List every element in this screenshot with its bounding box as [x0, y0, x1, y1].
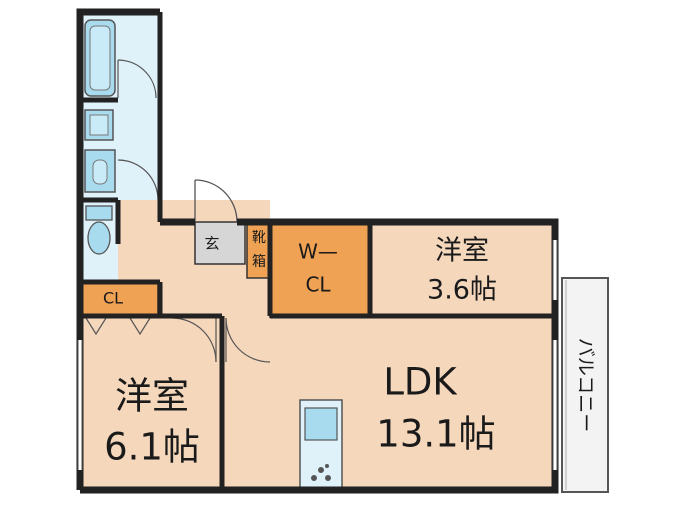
western-room-large-name: 洋室 [115, 375, 189, 418]
western-room-large-size: 6.1帖 [104, 426, 200, 469]
entrance-label: 玄 [204, 235, 219, 253]
western-room-small-size: 3.6帖 [427, 275, 497, 306]
western-room-large [80, 316, 220, 490]
shoe-box-label-2: 箱 [252, 254, 266, 270]
balcony-label: バルコニー [575, 338, 597, 433]
stove-icon [311, 464, 331, 481]
walkin-closet [269, 221, 371, 319]
western-room-small-name: 洋室 [435, 236, 489, 267]
closet-label: CL [103, 289, 123, 308]
walkin-closet-label-2: CL [305, 273, 331, 297]
shoe-box-label-1: 靴 [252, 230, 266, 246]
balcony [561, 277, 609, 493]
ldk-size: 13.1帖 [376, 413, 495, 456]
toilet-icon [85, 205, 113, 255]
entrance [194, 221, 246, 265]
ldk [222, 318, 555, 490]
sink-icon [304, 407, 338, 441]
walkin-closet-label-1: W— [298, 240, 338, 264]
ldk-name: LDK [383, 361, 458, 404]
